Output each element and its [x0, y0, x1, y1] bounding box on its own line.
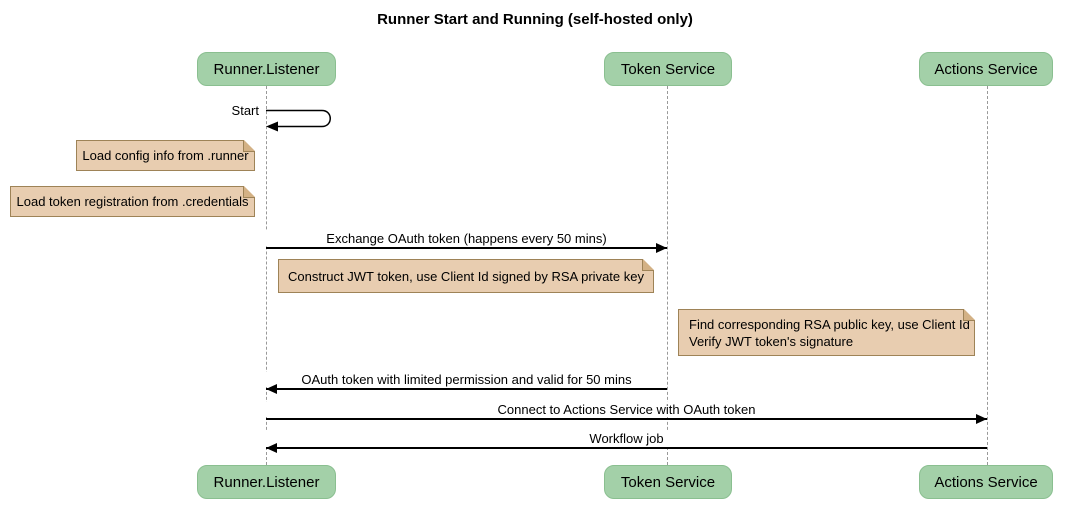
message-workflow-job-line: [266, 447, 987, 449]
participant-actions-service-bottom: Actions Service: [919, 465, 1053, 499]
lifeline-actions-service: [987, 86, 988, 465]
note-text: Load token registration from .credential…: [16, 194, 249, 209]
note-text: Load config info from .runner: [82, 148, 249, 163]
note-load-token-registration: Load token registration from .credential…: [10, 186, 255, 217]
note-text-line-1: Find corresponding RSA public key, use C…: [689, 316, 970, 332]
message-workflow-job-label: Workflow job: [266, 431, 987, 446]
message-start-label: Start: [151, 103, 259, 118]
note-construct-jwt: Construct JWT token, use Client Id signe…: [278, 259, 654, 293]
message-oauth-return-label: OAuth token with limited permission and …: [266, 372, 667, 387]
arrowhead-left-icon: [266, 384, 277, 394]
arrowhead-right-icon: [976, 414, 987, 424]
note-text-line-2: Verify JWT token's signature: [689, 333, 854, 349]
message-oauth-return-line: [266, 388, 667, 390]
note-load-config: Load config info from .runner: [76, 140, 255, 171]
participant-token-service-top: Token Service: [604, 52, 732, 86]
diagram-title: Runner Start and Running (self-hosted on…: [377, 11, 693, 28]
self-message-arrow: [266, 109, 331, 132]
note-find-rsa-key: Find corresponding RSA public key, use C…: [678, 309, 975, 356]
participant-runner-listener-top: Runner.Listener: [197, 52, 336, 86]
lifeline-token-service: [667, 86, 668, 465]
note-text: Construct JWT token, use Client Id signe…: [288, 268, 644, 284]
message-connect-actions-line: [266, 418, 987, 420]
participant-actions-service-top: Actions Service: [919, 52, 1053, 86]
message-connect-actions-label: Connect to Actions Service with OAuth to…: [266, 402, 987, 417]
message-exchange-oauth-line: [266, 247, 667, 249]
lifeline-runner-listener: [266, 86, 267, 465]
arrowhead-right-icon: [656, 243, 667, 253]
arrowhead-left-icon: [266, 443, 277, 453]
participant-runner-listener-bottom: Runner.Listener: [197, 465, 336, 499]
participant-token-service-bottom: Token Service: [604, 465, 732, 499]
message-exchange-oauth-label: Exchange OAuth token (happens every 50 m…: [266, 231, 667, 246]
